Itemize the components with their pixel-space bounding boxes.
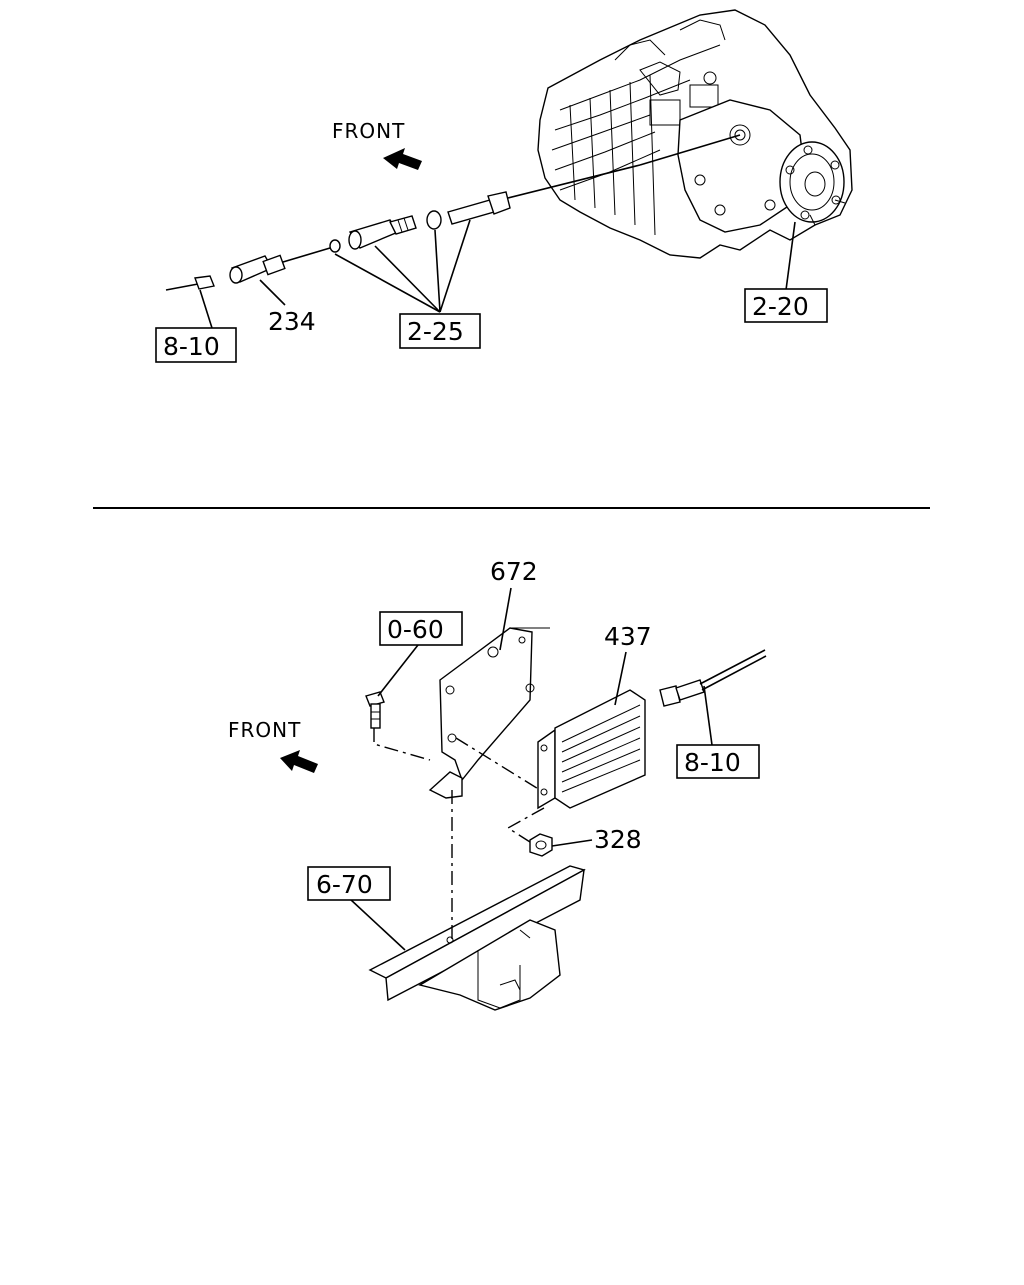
sleeve-and-gear-drawing <box>329 134 741 253</box>
top-front-label: FRONT <box>332 119 405 143</box>
callout-234: 234 <box>268 307 316 336</box>
frame-rail-drawing <box>368 865 586 1011</box>
callout-437: 437 <box>604 622 652 651</box>
callout-672: 672 <box>490 557 538 586</box>
callout-8-10-bottom: 8-10 <box>676 744 760 779</box>
nut-328-drawing <box>529 833 553 857</box>
callout-6-70: 6-70 <box>307 866 391 901</box>
top-section: FRONT <box>155 9 853 363</box>
bottom-leader-lines <box>349 587 713 951</box>
bottom-section: FRONT <box>228 557 767 1011</box>
callout-2-25: 2-25 <box>399 313 481 349</box>
bracket-672-drawing <box>428 627 550 799</box>
top-leader-lines <box>199 219 796 329</box>
top-front-arrow-icon <box>383 148 422 170</box>
harness-connector-drawing <box>165 275 215 291</box>
bottom-front-label: FRONT <box>228 718 301 742</box>
svg-text:2-25: 2-25 <box>407 317 464 346</box>
bolt-drawing <box>365 691 385 729</box>
svg-text:0-60: 0-60 <box>387 615 444 644</box>
control-unit-437-drawing <box>537 689 646 810</box>
bottom-front-arrow-icon <box>280 750 318 773</box>
harness-connector-bottom-drawing <box>659 649 767 707</box>
alignment-lines <box>373 728 545 940</box>
callout-8-10-top: 8-10 <box>155 327 237 363</box>
transmission-housing-drawing <box>537 9 853 259</box>
svg-text:8-10: 8-10 <box>684 748 741 777</box>
svg-text:8-10: 8-10 <box>163 332 220 361</box>
callout-328: 328 <box>594 825 642 854</box>
svg-text:2-20: 2-20 <box>752 292 809 321</box>
speed-sensor-234-drawing <box>229 247 331 284</box>
callout-2-20: 2-20 <box>744 288 828 323</box>
callout-0-60: 0-60 <box>379 611 463 646</box>
svg-text:6-70: 6-70 <box>316 870 373 899</box>
